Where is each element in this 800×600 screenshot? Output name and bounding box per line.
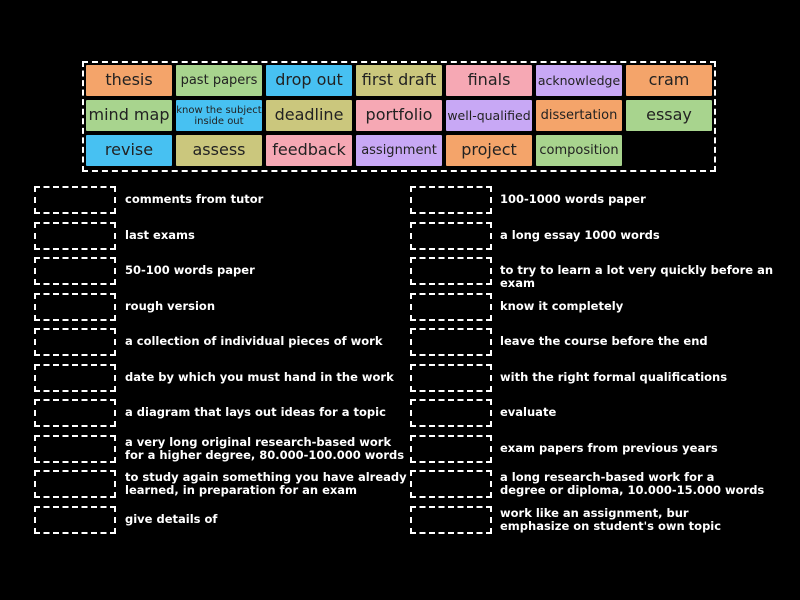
clue-text: with the right formal qualifications (500, 369, 728, 384)
answer-drop-slot[interactable] (34, 257, 116, 285)
word-tile[interactable]: project (446, 135, 532, 166)
answer-drop-slot[interactable] (410, 399, 492, 427)
answer-drop-slot[interactable] (410, 257, 492, 285)
answer-drop-slot[interactable] (34, 363, 116, 392)
answer-drop-slot[interactable] (410, 505, 492, 534)
word-tile[interactable]: mind map (86, 100, 172, 131)
word-tile[interactable]: feedback (266, 135, 352, 166)
clue-text: rough version (125, 298, 216, 313)
answer-drop-slot[interactable] (410, 434, 492, 463)
answer-drop-slot[interactable] (34, 186, 116, 214)
word-tile[interactable]: acknowledge (536, 65, 622, 96)
word-tile[interactable]: finals (446, 65, 532, 96)
clue-text: a collection of individual pieces of wor… (125, 334, 383, 348)
answer-drop-slot[interactable] (34, 434, 116, 463)
clue-text: give details of (125, 511, 218, 526)
word-tile[interactable]: assignment (356, 135, 442, 166)
word-tile[interactable]: dissertation (536, 100, 622, 131)
answer-drop-slot[interactable] (410, 328, 492, 356)
word-tile[interactable]: past papers (176, 65, 262, 96)
clue-text: evaluate (500, 405, 557, 419)
answer-drop-slot[interactable] (34, 399, 116, 427)
answer-drop-slot[interactable] (34, 505, 116, 534)
word-tile[interactable]: revise (86, 135, 172, 166)
clue-text: to study again something you have alread… (125, 470, 407, 497)
answer-drop-slot[interactable] (410, 363, 492, 392)
word-tile[interactable]: deadline (266, 100, 352, 131)
clue-text: leave the course before the end (500, 334, 708, 348)
answer-drop-slot[interactable] (34, 221, 116, 250)
word-tile[interactable]: assess (176, 135, 262, 166)
clue-text: a very long original research-based work… (125, 434, 405, 462)
clue-text: work like an assignment, bur emphasize o… (500, 505, 722, 533)
word-tile[interactable]: well-qualified (446, 100, 532, 131)
clue-text: a long research-based work for a degree … (500, 470, 765, 497)
word-tile[interactable]: portfolio (356, 100, 442, 131)
answer-drop-slot[interactable] (410, 186, 492, 214)
clue-text: know it completely (500, 298, 624, 313)
answer-drop-slot[interactable] (34, 470, 116, 498)
word-tile[interactable]: know the subject inside out (176, 100, 262, 131)
clue-text: to try to learn a lot very quickly befor… (500, 263, 774, 290)
clue-text: last exams (125, 227, 195, 242)
answer-drop-slot[interactable] (410, 292, 492, 321)
answer-drop-slot[interactable] (34, 292, 116, 321)
clue-text: exam papers from previous years (500, 440, 718, 455)
word-tile[interactable]: composition (536, 135, 622, 166)
clue-text: a long essay 1000 words (500, 227, 660, 242)
word-tile[interactable]: drop out (266, 65, 352, 96)
clue-text: date by which you must hand in the work (125, 369, 394, 384)
word-tile[interactable]: thesis (86, 65, 172, 96)
word-tile[interactable]: first draft (356, 65, 442, 96)
answer-drop-slot[interactable] (410, 470, 492, 498)
clue-text: a diagram that lays out ideas for a topi… (125, 405, 386, 419)
clue-text: comments from tutor (125, 192, 264, 206)
clue-text: 50-100 words paper (125, 263, 255, 277)
word-tile[interactable]: cram (626, 65, 712, 96)
answer-drop-slot[interactable] (34, 328, 116, 356)
word-tile[interactable]: essay (626, 100, 712, 131)
answer-drop-slot[interactable] (410, 221, 492, 250)
clue-text: 100-1000 words paper (500, 192, 646, 206)
